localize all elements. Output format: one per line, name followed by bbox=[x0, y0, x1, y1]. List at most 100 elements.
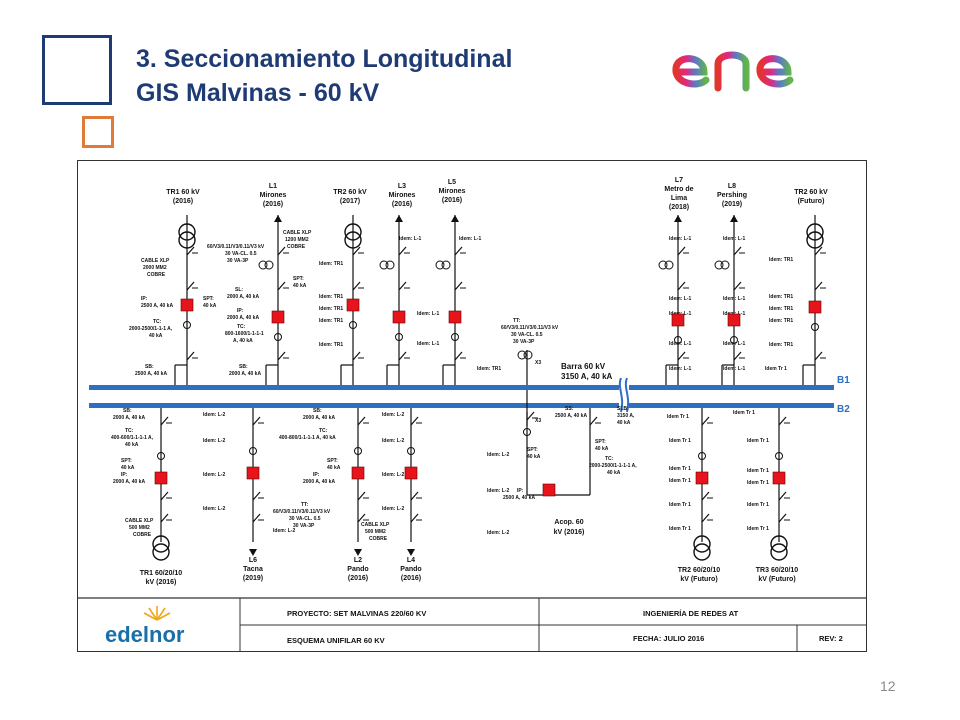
bottom-feeder-label: L2 bbox=[354, 557, 362, 564]
note: Idem: TR1 bbox=[769, 342, 793, 348]
current-transformer bbox=[730, 336, 738, 344]
breaker bbox=[180, 298, 194, 312]
voltage-transformer bbox=[264, 260, 274, 270]
note: Idem Tr 1 bbox=[667, 414, 689, 420]
note: Idem: TR1 bbox=[319, 342, 343, 348]
voltage-transformer bbox=[523, 350, 533, 360]
transformer-winding bbox=[806, 223, 824, 241]
note: Idem: L-2 bbox=[203, 412, 225, 418]
top-feeder-label: L1 bbox=[269, 183, 277, 190]
wire bbox=[589, 416, 598, 426]
note: Idem Tr 1 bbox=[669, 466, 691, 472]
note: 40 kA bbox=[293, 283, 307, 289]
bus2-label: B2 bbox=[837, 404, 850, 415]
transformer-winding bbox=[344, 231, 362, 249]
wire bbox=[526, 411, 535, 421]
drawing-label: ESQUEMA UNIFILAR 60 KV bbox=[287, 636, 385, 645]
edelnor-logo: edelnor bbox=[105, 606, 185, 647]
decor-square-blue bbox=[42, 35, 112, 105]
bottom-feeder-label: kV (2016) bbox=[554, 529, 585, 536]
wire bbox=[677, 246, 686, 256]
note: 2000 A, 40 kA bbox=[113, 415, 145, 421]
note: 60/V3/0.11/V3/0.11/V3 kV bbox=[273, 509, 331, 515]
note: Idem: L-1 bbox=[459, 236, 481, 242]
top-feeder-label: Mirones bbox=[389, 192, 416, 199]
voltage-transformer bbox=[435, 260, 445, 270]
note: TC: bbox=[153, 319, 162, 325]
note: SPT: bbox=[327, 458, 338, 464]
note: Idem: L-1 bbox=[669, 296, 691, 302]
bottom-feeder-label: Tacna bbox=[243, 566, 263, 573]
top-feeder-label: (2016) bbox=[442, 197, 462, 204]
arrow-up-icon bbox=[730, 215, 738, 222]
current-transformer bbox=[811, 323, 819, 331]
note: SPT: bbox=[527, 447, 538, 453]
wire bbox=[677, 351, 686, 361]
bus1-label: B1 bbox=[837, 375, 850, 386]
note: CABLE XLP bbox=[125, 518, 154, 524]
wire bbox=[701, 491, 710, 501]
note: 30 VA-CL. 0.5 bbox=[511, 332, 543, 338]
breaker bbox=[351, 466, 365, 480]
top-feeder-label: Mirones bbox=[439, 188, 466, 195]
breaker bbox=[404, 466, 418, 480]
note: Idem: L-2 bbox=[203, 506, 225, 512]
note: Idem Tr 1 bbox=[747, 526, 769, 532]
wire bbox=[357, 491, 366, 501]
note: Idem: L-1 bbox=[669, 341, 691, 347]
note: Idem: TR1 bbox=[319, 261, 343, 267]
note: IP: bbox=[517, 488, 524, 494]
bottom-feeder-label: kV (2016) bbox=[146, 579, 177, 586]
current-transformer bbox=[674, 336, 682, 344]
bottom-feeder-label: L6 bbox=[249, 557, 257, 564]
note: 40 kA bbox=[121, 465, 135, 471]
sun-icon bbox=[143, 606, 171, 621]
wire bbox=[814, 351, 823, 361]
wire bbox=[352, 281, 361, 291]
top-feeder-label: (2016) bbox=[263, 201, 283, 208]
note: 60/V3/0.11/V3/0.11/V3 kV bbox=[501, 325, 559, 331]
current-transformer bbox=[349, 321, 357, 329]
note: TC: bbox=[237, 324, 246, 330]
note: TC: bbox=[605, 456, 614, 462]
wire bbox=[454, 246, 463, 256]
department-label: INGENIERÍA DE REDES AT bbox=[643, 609, 739, 618]
arrow-up-icon bbox=[451, 215, 459, 222]
wire bbox=[814, 246, 823, 256]
note: 40 kA bbox=[125, 442, 139, 448]
note: SPT: bbox=[595, 439, 606, 445]
top-feeder-label: L7 bbox=[675, 177, 683, 184]
note: SS: bbox=[565, 406, 574, 412]
note: Idem: L-1 bbox=[669, 236, 691, 242]
arrow-down-icon bbox=[407, 549, 415, 556]
arrow-up-icon bbox=[395, 215, 403, 222]
top-feeder-label: Metro de bbox=[664, 186, 693, 193]
wire bbox=[398, 246, 407, 256]
slide-title-line2: GIS Malvinas - 60 kV bbox=[136, 79, 380, 107]
arrow-down-icon bbox=[249, 549, 257, 556]
note: 2000-2500/1-1-1 A, bbox=[129, 326, 173, 332]
wire bbox=[814, 281, 823, 291]
wire bbox=[778, 491, 787, 501]
note: Idem: TR1 bbox=[477, 366, 501, 372]
note: 2000 MM2 bbox=[143, 265, 167, 271]
breaker bbox=[448, 310, 462, 324]
note: IP: bbox=[313, 472, 320, 478]
wire bbox=[252, 416, 261, 426]
note: Idem: L-1 bbox=[417, 311, 439, 317]
note: Idem Tr 1 bbox=[747, 502, 769, 508]
bottom-feeder-label: (2016) bbox=[348, 575, 368, 582]
note: SB: bbox=[145, 364, 154, 370]
note: Idem Tr 1 bbox=[747, 438, 769, 444]
breaker bbox=[154, 471, 168, 485]
bus-section-break bbox=[618, 377, 630, 413]
note: Idem Tr 1 bbox=[669, 526, 691, 532]
note: Idem: L-1 bbox=[669, 366, 691, 372]
wire bbox=[277, 281, 286, 291]
top-feeder-label: Lima bbox=[671, 195, 687, 202]
wire bbox=[160, 491, 169, 501]
current-transformer bbox=[354, 447, 362, 455]
note: 2500 A, 40 kA bbox=[503, 495, 535, 501]
note: CABLE XLP bbox=[283, 230, 312, 236]
note: Idem: TR1 bbox=[769, 306, 793, 312]
